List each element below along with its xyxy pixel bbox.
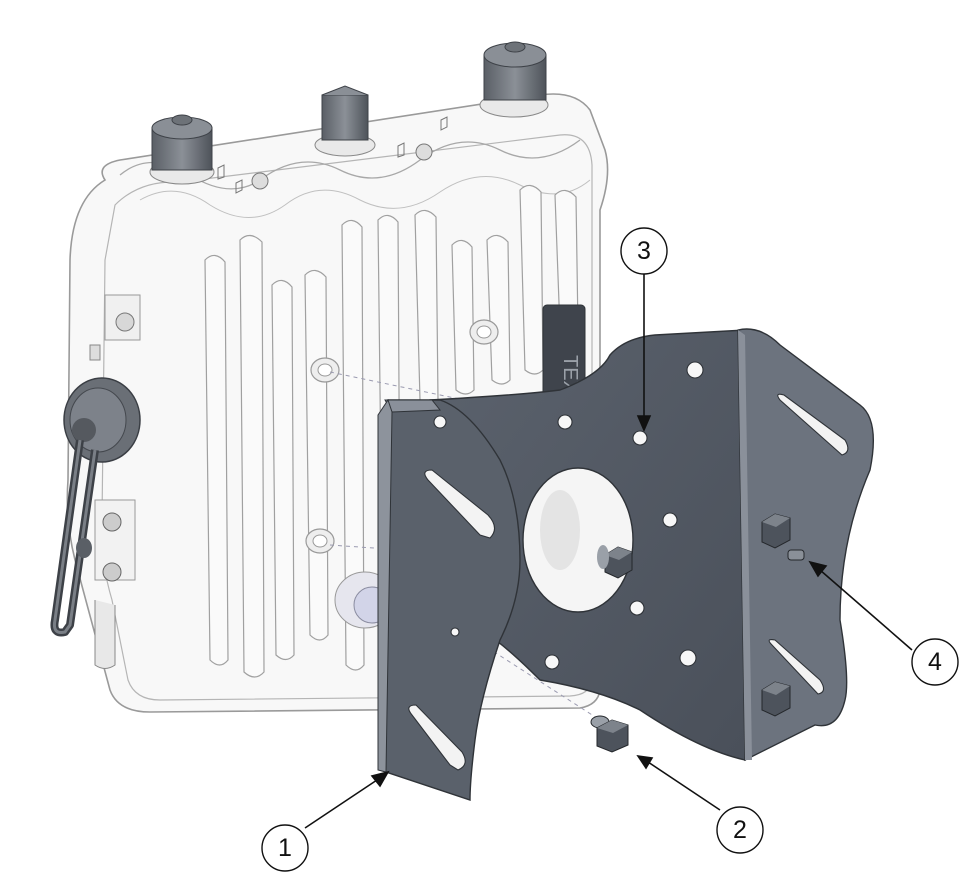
callout-1: 1 (261, 824, 309, 872)
callout-2: 2 (716, 806, 764, 854)
cooling-fins (204, 184, 579, 678)
antenna-cap-center (314, 85, 376, 157)
bolt-flange-lower (761, 681, 791, 717)
bolt-item-2 (590, 715, 629, 753)
callout-4-label: 4 (928, 648, 942, 676)
callout-1-label: 1 (278, 834, 292, 862)
outdoor-unit: TEXT (50, 41, 609, 713)
bracket-bolts (590, 513, 805, 753)
mounting-bracket (377, 328, 875, 801)
antenna-cap-right (479, 41, 549, 118)
callout-2-label: 2 (733, 816, 747, 844)
leader-lines (304, 274, 913, 829)
bolt-plate-upper (597, 545, 633, 579)
callout-3: 3 (620, 227, 668, 275)
callout-4: 4 (911, 638, 959, 686)
cable-gland (50, 377, 141, 637)
bolt-flange-upper (761, 513, 805, 561)
antenna-cap-left (149, 114, 215, 185)
callout-3-label: 3 (637, 237, 651, 265)
